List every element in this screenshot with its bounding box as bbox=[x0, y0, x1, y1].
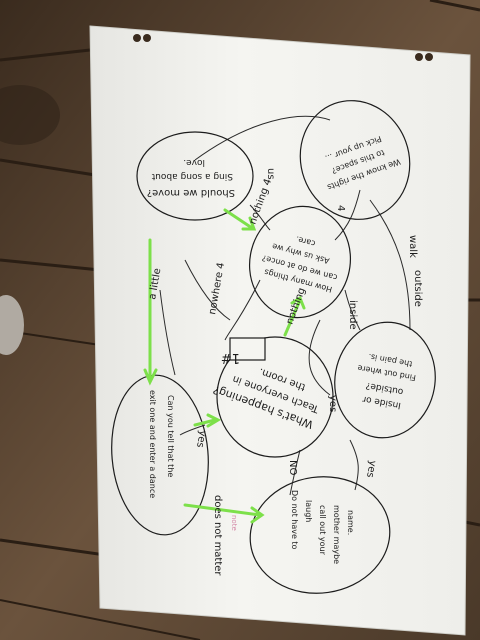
svg-text:laugh: laugh bbox=[304, 500, 313, 522]
label-four: 4 bbox=[335, 205, 346, 211]
label-us: us bbox=[265, 168, 276, 180]
bubble-should-we-move bbox=[136, 131, 254, 221]
paper-sheet bbox=[89, 25, 471, 636]
green-arrows bbox=[143, 208, 306, 524]
arrow-does-not-matter bbox=[183, 503, 262, 517]
arrow-nothing-4 bbox=[223, 208, 254, 230]
punch-hole bbox=[425, 53, 433, 61]
svg-text:name.: name. bbox=[346, 510, 355, 535]
label-yes-left: yes bbox=[194, 429, 208, 448]
label-a-little: a little bbox=[147, 267, 163, 300]
svg-text:Can you tell that the: Can you tell that the bbox=[166, 395, 175, 477]
label-walk: walk bbox=[407, 235, 418, 258]
punch-hole bbox=[133, 34, 141, 42]
punch-hole bbox=[415, 53, 423, 61]
svg-text:Sing a song about: Sing a song about bbox=[151, 171, 233, 181]
label-yes-2: yes bbox=[364, 459, 378, 478]
arrow-yes bbox=[193, 418, 217, 427]
label-outside: outside bbox=[412, 270, 423, 307]
label-no: NO bbox=[287, 460, 298, 475]
svg-text:exit one and enter a dance: exit one and enter a dance bbox=[148, 390, 157, 498]
svg-text:love.: love. bbox=[183, 157, 205, 167]
label-inside: inside bbox=[347, 300, 358, 330]
arrow-nothing bbox=[283, 298, 302, 337]
bubble-whats-happening bbox=[216, 336, 334, 458]
svg-text:mother maybe: mother maybe bbox=[332, 505, 341, 564]
bubble-we-know bbox=[299, 100, 411, 220]
bubble-should-we-move-text: Should we move? Sing a song about love. bbox=[147, 157, 235, 198]
bubble-inside-outside bbox=[334, 321, 436, 439]
number-badge-box bbox=[229, 337, 266, 361]
label-does-not-matter: does not matter bbox=[212, 495, 223, 576]
svg-text:Should we move?: Should we move? bbox=[147, 187, 235, 198]
svg-text:Do not have to: Do not have to bbox=[290, 490, 299, 550]
bubble-how-many bbox=[248, 205, 352, 319]
svg-text:call out your: call out your bbox=[318, 505, 327, 556]
bubble-do-not-have bbox=[249, 476, 391, 594]
number-badge: 1# bbox=[221, 350, 240, 365]
stone-object bbox=[0, 295, 24, 355]
label-yes: yes bbox=[327, 395, 338, 412]
edge-labels: 1# nothing nothing 4 a little nowhere 4 … bbox=[147, 168, 423, 576]
bubble-do-not-have-text: Do not have to laugh call out your mothe… bbox=[290, 490, 355, 564]
label-pink-note: note bbox=[230, 515, 238, 531]
bubble-can-you-tell-text: Can you tell that the exit one and enter… bbox=[148, 390, 175, 498]
punch-hole bbox=[143, 34, 151, 42]
mindmap-bubbles bbox=[111, 100, 436, 594]
